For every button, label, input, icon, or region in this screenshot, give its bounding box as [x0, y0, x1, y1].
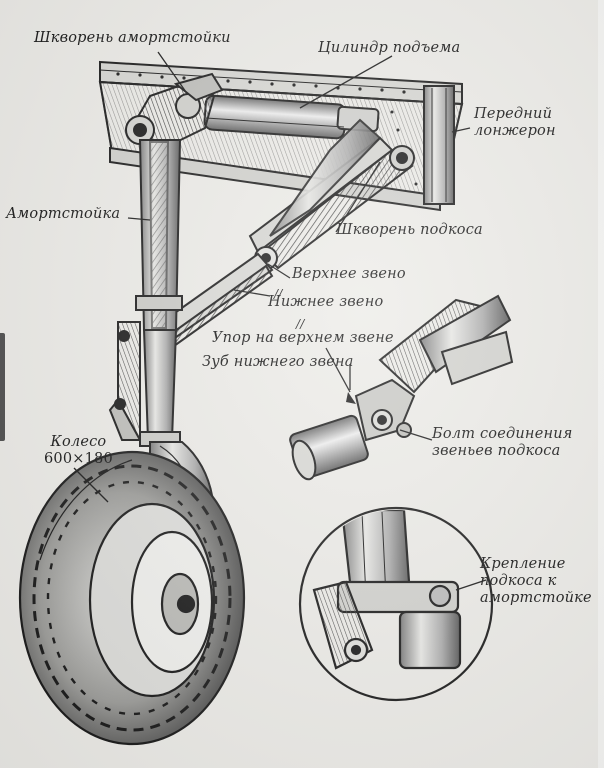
label-link-bolt-line1: Болт соединения: [432, 426, 573, 442]
label-brace-mount-line3: амортстойке: [480, 590, 592, 606]
label-upper-link: Верхнее звено: [292, 266, 406, 282]
label-front-spar-line1: Передний: [474, 106, 553, 122]
wheel-tire: [18, 450, 246, 746]
leader-mark-2: //: [296, 317, 305, 331]
label-upper-link-stop: Упор на верхнем звене: [212, 330, 394, 346]
label-wheel-line1: Колесо: [50, 434, 107, 450]
leader-lines: [73, 51, 487, 591]
label-brace-mount-line2: подкоса к: [480, 573, 557, 589]
label-lift-cylinder: Цилиндр подъема: [318, 40, 461, 56]
label-lower-link: Нижнее звено: [268, 294, 384, 310]
shock-strut: [108, 72, 224, 447]
label-brace-mount: Крепление подкоса к амортстойке: [480, 556, 592, 607]
leader-mark-1: //: [274, 287, 283, 301]
brace-mount-inset: [298, 506, 494, 702]
link-joint-detail: [289, 294, 514, 481]
lift-cylinder: [203, 94, 380, 140]
upper-brace-link: [248, 118, 415, 270]
label-wheel: Колесо 600×180: [44, 434, 113, 468]
label-link-bolt-line2: звеньев подкоса: [432, 443, 561, 459]
label-kingpin-strut: Шкворень амортстойки: [34, 30, 231, 46]
label-brace-mount-line1: Крепление: [480, 556, 566, 572]
scan-edge-tab: [0, 333, 5, 441]
label-front-spar: Передний лонжерон: [474, 106, 556, 140]
label-front-spar-line2: лонжерон: [474, 123, 556, 139]
label-brace-kingpin: Шкворень подкоса: [336, 222, 483, 238]
label-link-bolt: Болт соединения звеньев подкоса: [432, 426, 573, 460]
page-right-edge: [598, 0, 604, 768]
label-lower-link-tooth: Зуб нижнего звена: [202, 354, 354, 370]
label-shock-strut: Амортстойка: [6, 206, 121, 222]
label-wheel-size: 600×180: [44, 451, 113, 467]
